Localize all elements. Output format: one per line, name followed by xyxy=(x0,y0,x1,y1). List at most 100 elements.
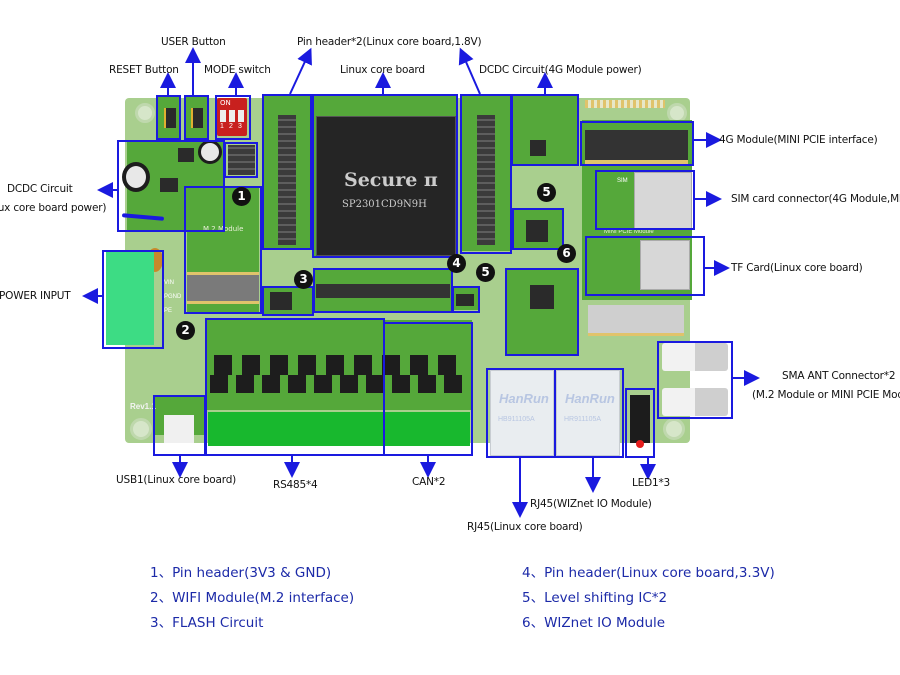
rj45-wiznet-port[interactable]: HanRun HR911105A xyxy=(556,370,620,456)
m2-connector xyxy=(187,272,259,304)
label-tf-card: TF Card(Linux core board) xyxy=(731,262,863,274)
rj45-linux-port[interactable]: HanRun HB911105A xyxy=(490,370,554,456)
capacitor xyxy=(122,162,150,192)
dip-toggle-3[interactable] xyxy=(238,110,244,122)
power-input-box xyxy=(102,250,164,349)
rj45-brand: HanRun xyxy=(499,391,549,406)
legend-item-1: 1、Pin header(3V3 & GND) xyxy=(150,565,332,581)
flash-chip xyxy=(270,292,292,310)
dip-toggle-2[interactable] xyxy=(229,110,235,122)
badge-6: 6 xyxy=(557,244,576,263)
dip-number-1: 1 xyxy=(220,123,224,130)
sim-card-box xyxy=(595,170,695,230)
pin-header-1v8-right-box xyxy=(460,94,512,254)
label-dcdc-linux-2: (Linux core board power) xyxy=(0,202,107,214)
rs485-terminal-block[interactable] xyxy=(208,412,470,446)
sma-connector-1[interactable] xyxy=(662,343,728,371)
label-dcdc-4g: DCDC Circuit(4G Module power) xyxy=(479,64,642,76)
mini-pcie-module-label: MINI PCIE Module xyxy=(604,229,654,235)
power-terminal-block[interactable] xyxy=(106,252,154,345)
label-pin-header-1v8: Pin header*2(Linux core board,1.8V) xyxy=(297,36,482,48)
can-box xyxy=(383,322,473,456)
legend-item-6: 6、WIZnet IO Module xyxy=(522,615,666,631)
rj45-part: HB911105A xyxy=(498,416,535,423)
tf-card-slot[interactable] xyxy=(640,240,690,290)
legend-item-2: 2、WIFI Module(M.2 interface) xyxy=(150,590,355,606)
power-pin-pe: PE xyxy=(164,308,173,314)
dip-number-2: 2 xyxy=(229,123,233,130)
legend-item-5: 5、Level shifting IC*2 xyxy=(522,590,668,606)
led-box xyxy=(625,388,655,458)
wiznet-chip xyxy=(530,285,554,309)
usb-c-port[interactable] xyxy=(164,415,194,443)
mounting-hole xyxy=(135,103,155,123)
top-pin-strip xyxy=(585,100,665,108)
led-red xyxy=(636,440,644,448)
level-shifter-2 xyxy=(526,220,548,242)
dcdc-4g-box xyxy=(511,94,579,166)
label-dcdc-linux-1: DCDC Circuit xyxy=(7,183,73,195)
power-pin-vin: VIN xyxy=(164,280,175,286)
4g-module-box xyxy=(580,121,694,166)
sim-card-slot[interactable] xyxy=(634,172,692,229)
pin-header-3v3-box xyxy=(224,142,258,178)
legend-item-3: 3、FLASH Circuit xyxy=(150,615,264,631)
sim-label: SIM xyxy=(617,178,628,184)
badge-4: 4 xyxy=(447,254,466,273)
arrow-pin-header-left xyxy=(289,47,312,95)
dip-number-3: 3 xyxy=(238,123,242,130)
pin-header-3v3[interactable] xyxy=(228,145,255,175)
label-led: LED1*3 xyxy=(632,477,670,489)
wiznet-module-box xyxy=(505,268,579,356)
badge-3: 3 xyxy=(294,270,313,289)
mode-dip-switch[interactable]: ON 1 2 3 xyxy=(217,98,247,136)
usb1-box xyxy=(153,395,206,456)
rj45-brand: HanRun xyxy=(565,391,615,406)
pin-header-1v8-right[interactable] xyxy=(477,115,495,245)
arrow-pin-header-right xyxy=(458,47,481,95)
label-user-button: USER Button xyxy=(161,36,226,48)
user-button-box xyxy=(184,95,209,140)
label-can: CAN*2 xyxy=(412,476,446,488)
level-shifter-1 xyxy=(456,294,474,306)
m2-socket xyxy=(588,305,684,336)
led-light-pipe xyxy=(630,395,650,443)
sma-connector-2[interactable] xyxy=(662,388,728,416)
pin-header-3v3-linux[interactable] xyxy=(316,284,450,298)
user-button[interactable] xyxy=(191,108,203,128)
label-rj45-linux: RJ45(Linux core board) xyxy=(467,521,583,533)
tf-card-box xyxy=(585,236,705,296)
dcdc-4g-ic xyxy=(530,140,546,156)
m2-module-box xyxy=(184,186,262,314)
board-revision: Rev1.1 xyxy=(130,402,156,411)
badge-5: 5 xyxy=(476,263,495,282)
label-reset-button: RESET Button xyxy=(109,64,179,76)
badge-1: 1 xyxy=(232,187,251,206)
soc-chip: Secure π SP2301CD9N9H xyxy=(316,116,456,256)
rj45-part: HR911105A xyxy=(564,416,602,423)
badge-2: 2 xyxy=(176,321,195,340)
power-pin-pgnd: PGND xyxy=(164,294,182,300)
legend-item-4: 4、Pin header(Linux core board,3.3V) xyxy=(522,565,775,581)
ic-chip xyxy=(178,148,194,162)
mounting-hole xyxy=(663,418,685,440)
label-sim-card: SIM card connector(4G Module,MINI PCIE) xyxy=(731,193,900,205)
dip-toggle-1[interactable] xyxy=(220,110,226,122)
label-usb1: USB1(Linux core board) xyxy=(116,474,237,486)
level-shifter-1-box xyxy=(452,286,480,313)
reset-button-box xyxy=(156,95,181,140)
chip-part-number: SP2301CD9N9H xyxy=(342,199,427,210)
sma-connector-box xyxy=(657,341,733,419)
label-rs485: RS485*4 xyxy=(273,479,318,491)
rs485-can-ics xyxy=(214,355,466,375)
rj45-wiznet-box xyxy=(554,368,624,458)
mini-pcie-slot[interactable] xyxy=(585,130,688,165)
reset-button[interactable] xyxy=(164,108,176,128)
label-sma-2: (M.2 Module or MINI PCIE Module) xyxy=(752,389,900,401)
label-rj45-wiznet: RJ45(WIZnet IO Module) xyxy=(530,498,652,510)
pin-header-1v8-left[interactable] xyxy=(278,115,296,245)
label-mode-switch: MODE switch xyxy=(204,64,271,76)
mounting-hole xyxy=(130,418,152,440)
level-shifter-2-box xyxy=(512,208,564,250)
badge-5b: 5 xyxy=(537,183,556,202)
